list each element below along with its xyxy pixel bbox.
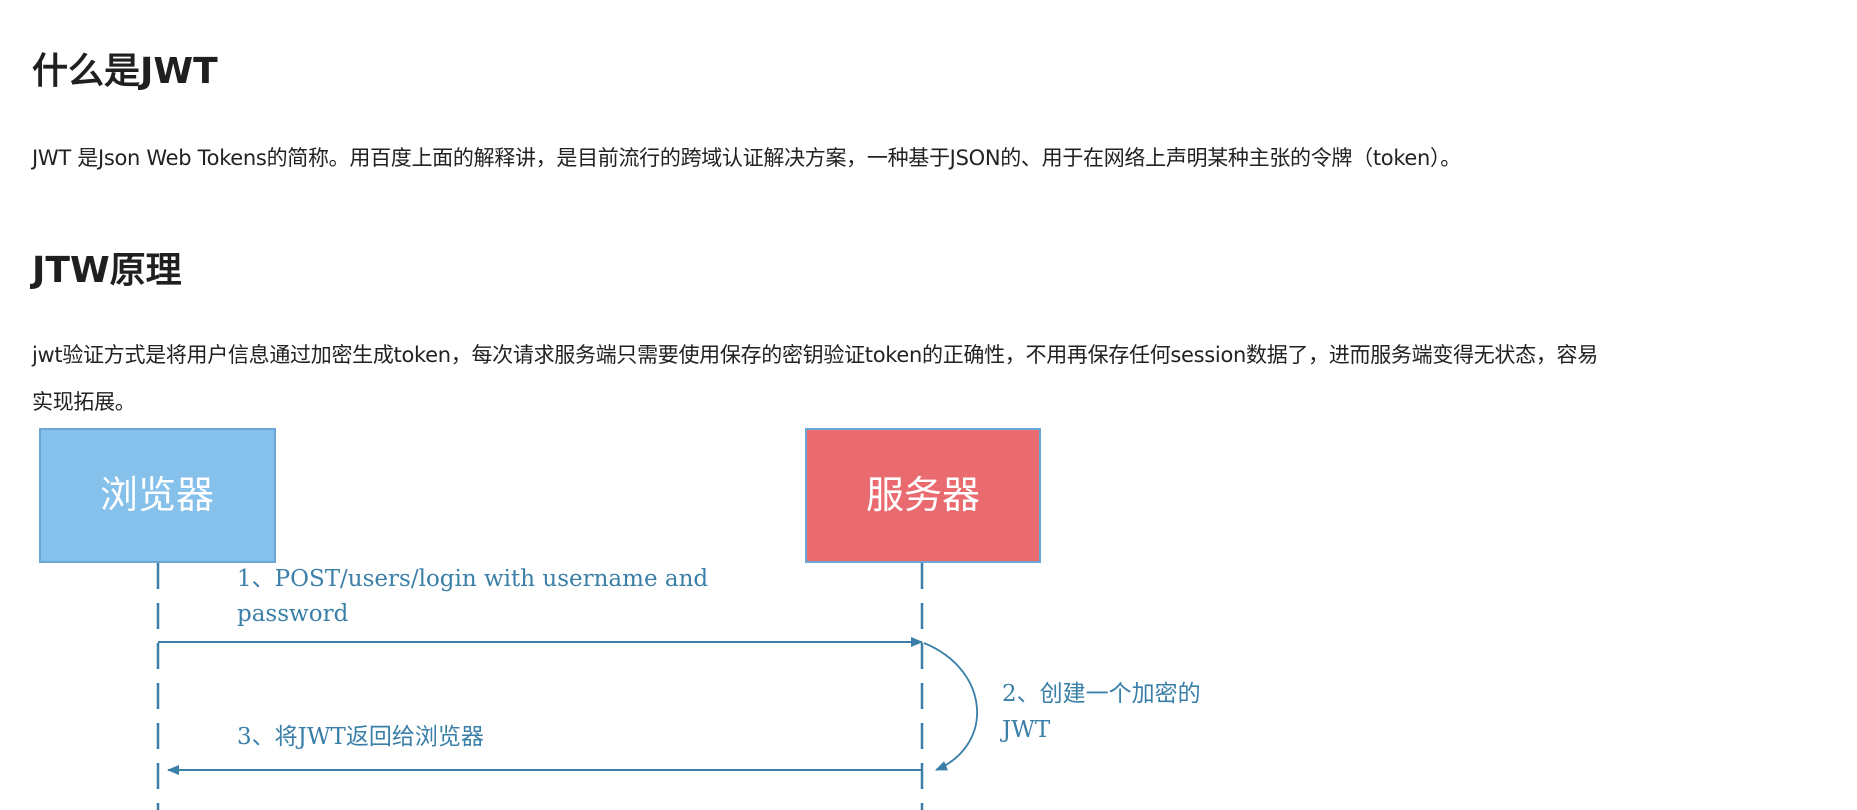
server-box bbox=[805, 428, 1041, 563]
principle-paragraph-line1: jwt验证方式是将用户信息通过加密生成token，每次请求服务端只需要使用保存的… bbox=[32, 343, 1598, 367]
server-label: 服务器 bbox=[866, 473, 980, 517]
principle-paragraph-line2: 实现拓展。 bbox=[32, 390, 136, 414]
browser-box bbox=[39, 428, 276, 563]
step3-label: 3、将JWT返回给浏览器 bbox=[237, 724, 484, 750]
step1-label-line1: 1、POST/users/login with username and bbox=[237, 566, 708, 592]
jwt-description: JWT 是Json Web Tokens的简称。用百度上面的解释讲，是目前流行的… bbox=[32, 146, 1461, 170]
step2-arrow bbox=[923, 642, 978, 771]
step1-label-line2: password bbox=[237, 601, 349, 627]
heading-jwt-principle: JTW原理 bbox=[32, 250, 182, 291]
step2-label-line2: JWT bbox=[1000, 717, 1051, 743]
browser-label: 浏览器 bbox=[100, 473, 214, 517]
heading-what-is-jwt: 什么是JWT bbox=[32, 51, 218, 92]
step2-label-line1: 2、创建一个加密的 bbox=[1002, 681, 1201, 707]
